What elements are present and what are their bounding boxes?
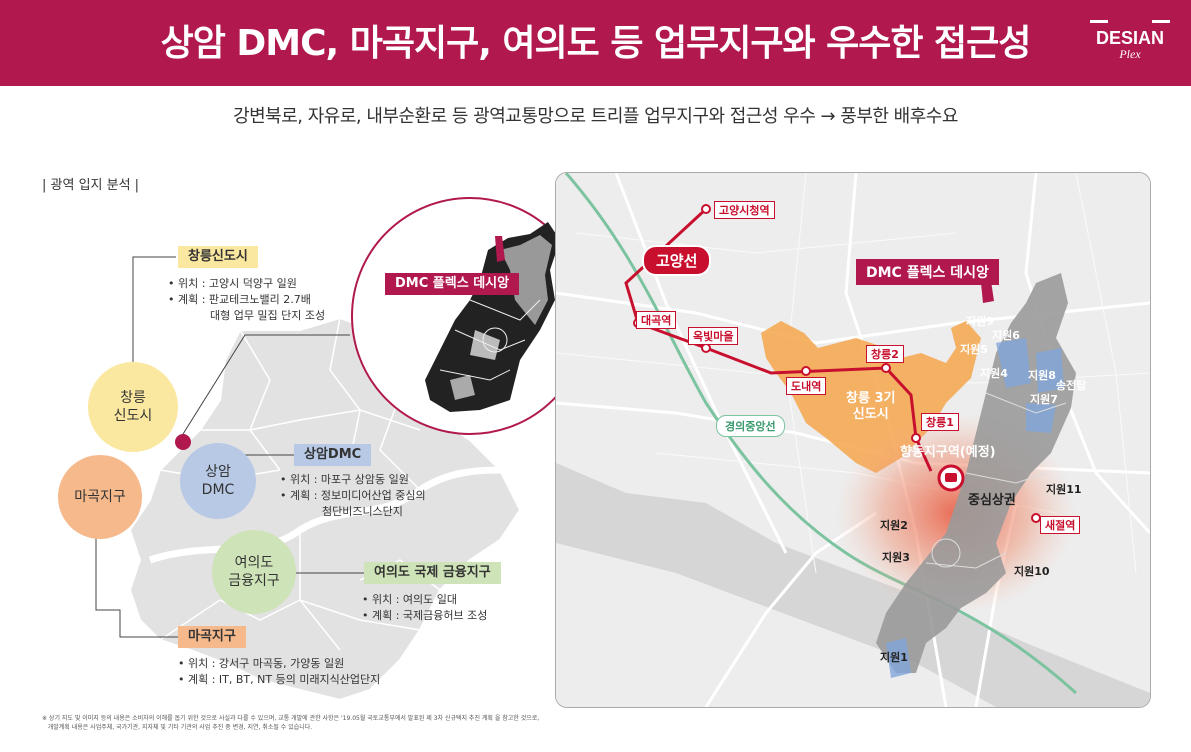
zone-label-10: 지원10 bbox=[1014, 565, 1050, 578]
station-label-6: 새절역 bbox=[1040, 516, 1081, 534]
zone-label-6: 지원7 bbox=[1030, 393, 1058, 406]
label-gyeongui-line: 경의중앙선 bbox=[716, 415, 785, 437]
zone-label-5: 송전탑 bbox=[1056, 379, 1087, 392]
detail-map-panel: 고양선 경의중앙선 DMC 플렉스 데시앙 창릉 3기 신도시 향동지구역(예정… bbox=[555, 172, 1151, 708]
detail-map-svg bbox=[556, 173, 1150, 707]
changneung-newtown-area bbox=[761, 321, 981, 473]
circle-yeouido: 여의도 금융지구 bbox=[212, 530, 296, 614]
label-center: 중심상권 bbox=[968, 493, 1016, 508]
zone-label-0: 지원9 bbox=[966, 315, 994, 328]
circle-changneung: 창릉 신도시 bbox=[88, 362, 178, 452]
zone-label-7: 지원11 bbox=[1046, 483, 1082, 496]
label-newtown: 창릉 3기 신도시 bbox=[846, 391, 896, 422]
station-dots bbox=[633, 204, 1041, 523]
goyang-line bbox=[624, 207, 933, 472]
zone-label-2: 지원5 bbox=[960, 343, 988, 356]
tag-changneung: 창릉신도시 bbox=[178, 246, 258, 268]
tag-sangam: 상암DMC bbox=[294, 444, 372, 466]
label-project: DMC 플렉스 데시앙 bbox=[856, 259, 999, 285]
station-label-0: 고양시청역 bbox=[714, 201, 775, 219]
info-yeouido: • 위치 : 여의도 일대 • 계획 : 국제금융허브 조성 bbox=[362, 593, 488, 622]
brand-logo: DESIAN Plex bbox=[1090, 20, 1170, 72]
section-label: | 광역 입지 분석 | bbox=[42, 178, 140, 193]
dmc-location-dot bbox=[175, 434, 191, 450]
zone-label-8: 지원2 bbox=[880, 519, 908, 532]
info-changneung: • 위치 : 고양시 덕양구 일원 • 계획 : 판교테크노밸리 2.7배 대형… bbox=[168, 277, 326, 322]
header-bar: 상암 DMC, 마곡지구, 여의도 등 업무지구와 우수한 접근성 DESIAN… bbox=[0, 0, 1191, 86]
inset-project-label: DMC 플렉스 데시앙 bbox=[385, 273, 520, 295]
zone-label-11: 지원1 bbox=[880, 651, 908, 664]
info-magok: • 위치 : 강서구 마곡동, 가양동 일원 • 계획 : IT, BT, NT… bbox=[178, 657, 381, 686]
logo-main-text: DESIAN bbox=[1095, 28, 1164, 48]
logo-bar-left bbox=[1090, 20, 1108, 23]
circle-sangam: 상암 DMC bbox=[180, 443, 256, 519]
label-hub-station: 향동지구역(예정) bbox=[900, 445, 996, 460]
inset-site-shape bbox=[425, 222, 560, 412]
info-sangam: • 위치 : 마포구 상암동 일원 • 계획 : 정보미디어산업 중심의 첨단비… bbox=[280, 473, 426, 518]
logo-sub-text: Plex bbox=[1119, 47, 1141, 61]
tag-yeouido: 여의도 국제 금융지구 bbox=[364, 562, 501, 584]
han-river bbox=[556, 463, 1150, 707]
station-label-2: 옥빛마을 bbox=[688, 327, 739, 345]
tag-magok: 마곡지구 bbox=[178, 626, 246, 648]
station-label-1: 대곡역 bbox=[636, 311, 677, 329]
zone-label-1: 지원6 bbox=[992, 329, 1020, 342]
page-title: 상암 DMC, 마곡지구, 여의도 등 업무지구와 우수한 접근성 bbox=[160, 23, 1032, 64]
circle-magok: 마곡지구 bbox=[58, 455, 142, 539]
zone-label-4: 지원8 bbox=[1028, 369, 1056, 382]
zone-label-3: 지원4 bbox=[980, 367, 1008, 380]
regional-map-graphic bbox=[95, 197, 560, 702]
station-label-4: 창릉2 bbox=[866, 345, 904, 363]
station-label-3: 도내역 bbox=[786, 377, 827, 395]
subtitle: 강변북로, 자유로, 내부순환로 등 광역교통망으로 트리플 업무지구와 접근성… bbox=[233, 106, 958, 127]
footnote: ※ 상기 지도 및 이미지 등의 내용은 소비자의 이해를 돕기 위한 것으로 … bbox=[42, 715, 540, 731]
logo-bar-right bbox=[1152, 20, 1170, 23]
station-label-5: 창릉1 bbox=[921, 413, 959, 431]
zone-label-9: 지원3 bbox=[882, 551, 910, 564]
label-goyang-line: 고양선 bbox=[642, 245, 712, 276]
